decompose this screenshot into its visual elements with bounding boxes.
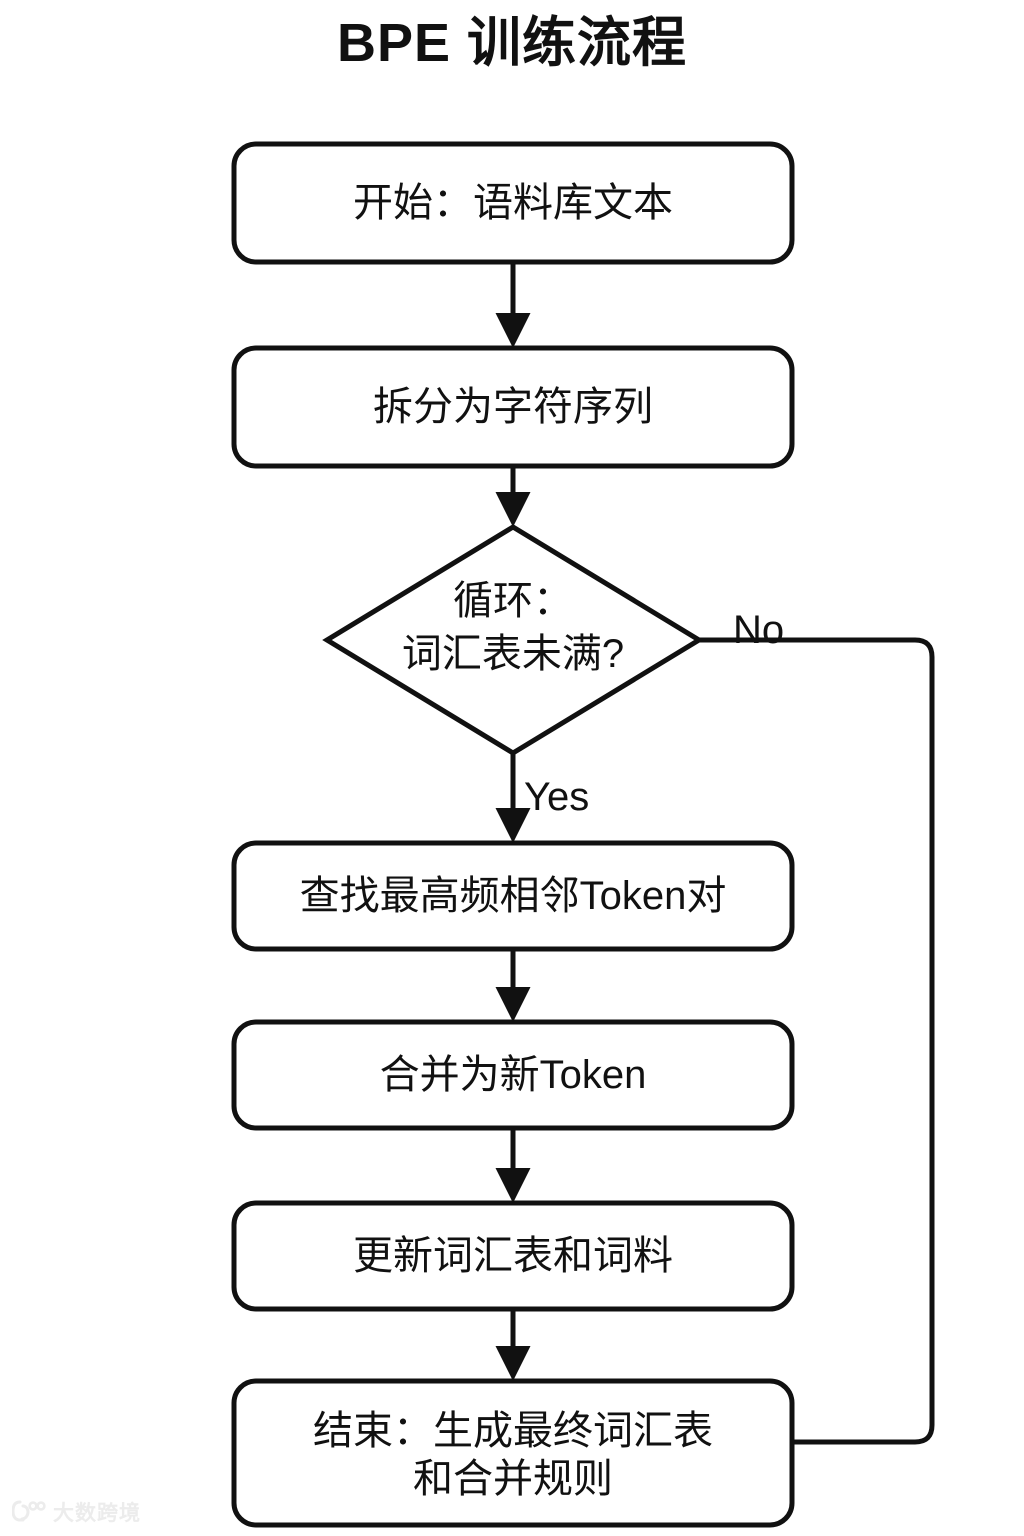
- node-end[interactable]: [231, 1378, 795, 1528]
- watermark: 大数跨境: [11, 1500, 141, 1526]
- node-update[interactable]: [231, 1200, 795, 1312]
- edge-decision-no-to-end: [699, 637, 935, 1445]
- edge-label-yes: Yes: [524, 775, 590, 819]
- node-loop-decision[interactable]: [322, 524, 704, 756]
- node-merge[interactable]: [231, 1019, 795, 1131]
- node-split[interactable]: [231, 345, 795, 469]
- edge-label-no: No: [733, 608, 785, 652]
- watermark-text: 大数跨境: [53, 1501, 141, 1525]
- node-start[interactable]: [231, 141, 795, 265]
- watermark-logo-icon: [11, 1500, 46, 1526]
- node-find-pair[interactable]: [231, 840, 795, 952]
- page-title: BPE 训练流程: [336, 13, 688, 73]
